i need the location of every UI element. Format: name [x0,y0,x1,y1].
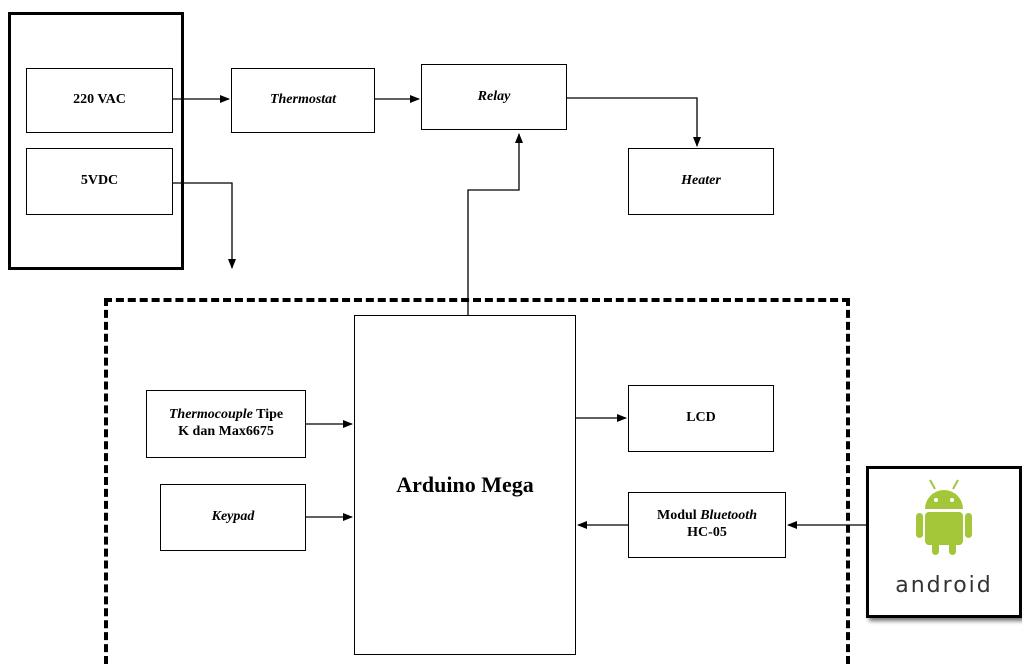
thermocouple-italic-text: Thermocouple [168,407,253,423]
block-lcd: LCD [628,385,774,452]
block-thermostat-label: Thermostat [269,92,337,108]
bluetooth-prefix-text: Modul [657,508,701,524]
block-arduino-label: Arduino Mega [396,471,534,497]
block-relay-label: Relay [477,88,511,104]
block-5vdc: 5VDC [26,148,173,215]
block-thermocouple-line2: K dan Max6675 [178,424,274,439]
controller-dashed-frame [104,298,850,664]
block-arduino-mega: Arduino Mega [354,315,576,655]
block-heater: Heater [628,148,774,215]
block-220vac-label: 220 VAC [73,92,126,108]
block-5vdc-label: 5VDC [80,173,119,189]
thermocouple-rest-text: Tipe [252,407,284,423]
block-thermocouple-line1: Thermocouple Tipe [169,407,283,424]
block-bluetooth-line1: Modul Bluetooth [657,508,757,525]
block-220vac: 220 VAC [26,68,173,133]
arrow-arduino-to-relay [467,133,523,315]
block-bluetooth-line2: HC-05 [687,525,727,540]
block-relay: Relay [421,64,567,130]
block-keypad: Keypad [160,484,306,551]
arrow-relay-to-heater [567,97,701,147]
block-thermostat: Thermostat [231,68,375,133]
arrow-5vdc-down [173,182,236,269]
android-robot-icon [916,479,972,555]
block-bluetooth: Modul Bluetooth HC-05 [628,492,786,558]
bluetooth-italic-text: Bluetooth [700,508,757,524]
android-device: android [866,466,1022,618]
android-logo-text: android [895,573,993,598]
block-thermocouple: Thermocouple Tipe K dan Max6675 [146,390,306,458]
block-keypad-label: Keypad [211,509,255,525]
power-supply-enclosure [8,12,184,270]
block-heater-label: Heater [681,173,721,189]
block-lcd-label: LCD [686,410,716,426]
